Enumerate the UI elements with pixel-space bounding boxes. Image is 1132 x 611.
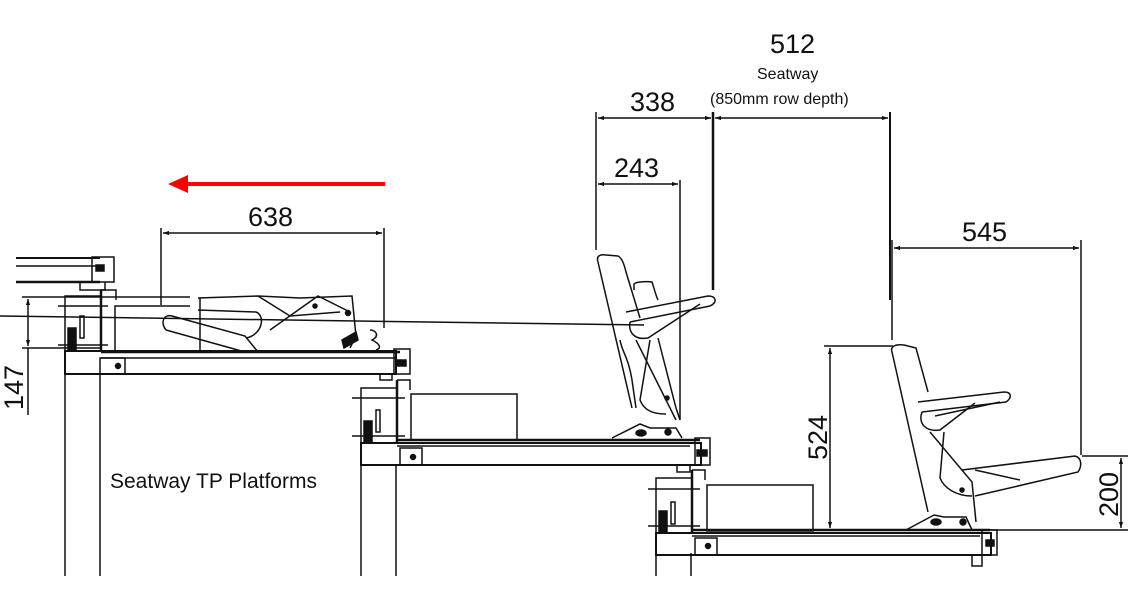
dim-638-line [160,228,385,328]
support-posts [64,374,692,576]
dim-512-label: Seatway [757,66,819,83]
dim-147-value: 147 [0,364,30,411]
upper-platform [58,289,411,375]
dim-200-value: 200 [1094,471,1125,518]
drawing-caption: Seatway TP Platforms [110,470,317,493]
dim-243-line [598,180,681,420]
far-left-platform-stub [16,256,115,291]
dim-243-value: 243 [614,153,660,183]
dim-147-line [22,296,190,415]
dim-545-value: 545 [962,217,1008,247]
retraction-direction-arrow [168,175,385,193]
lower-platform [648,344,1082,567]
dim-338-line [595,112,715,290]
dim-200-line [980,455,1128,531]
dim-512-value: 512 [770,29,816,59]
dim-338-value: 338 [630,87,676,117]
dim-512-note: (850mm row depth) [710,91,849,108]
dim-545-line [891,240,1082,455]
dim-512-line [715,112,891,300]
dim-638-value: 638 [248,202,294,232]
middle-platform [0,254,716,466]
dim-524-line [824,345,893,528]
dim-524-value: 524 [803,414,834,461]
